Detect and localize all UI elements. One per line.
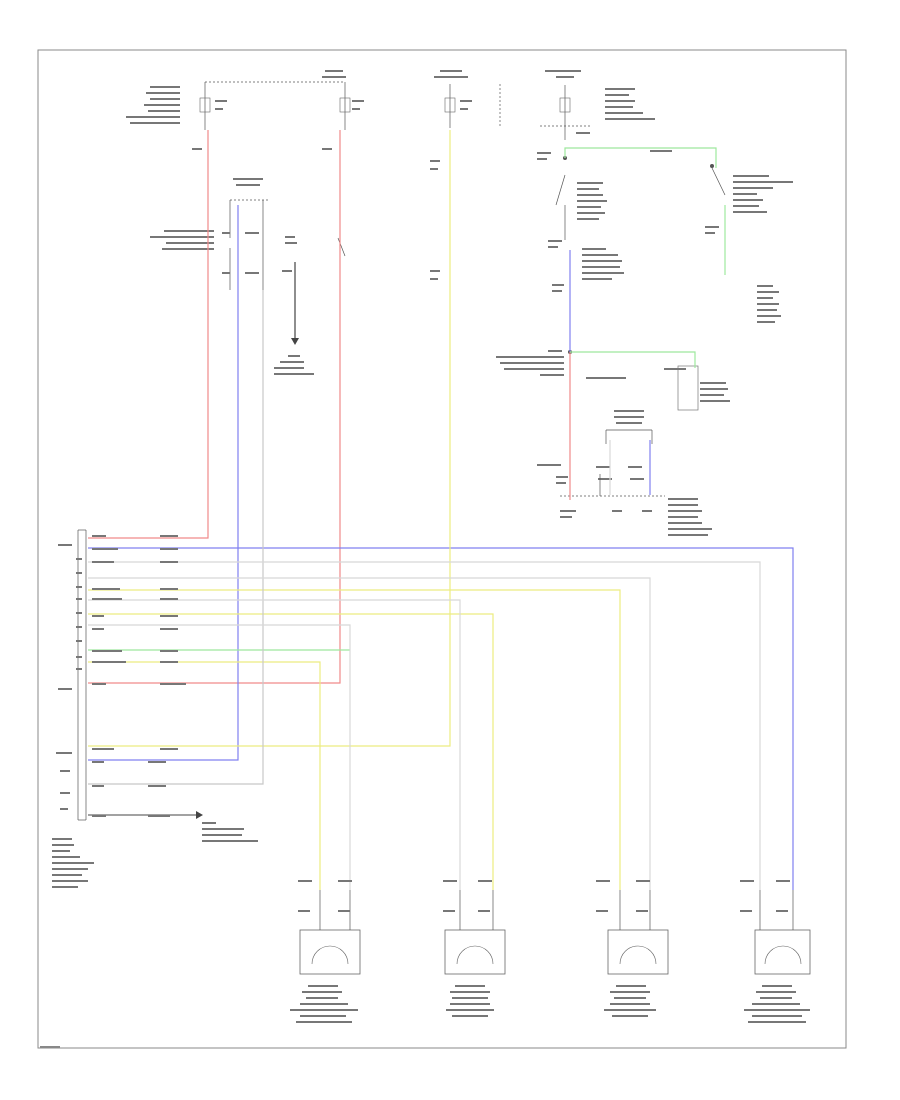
wire-green bbox=[88, 147, 726, 651]
junction-top-right bbox=[537, 70, 793, 354]
fuse-label-center bbox=[192, 70, 364, 150]
main-connector bbox=[52, 529, 186, 888]
sensor-2 bbox=[443, 880, 506, 1017]
wire-gray bbox=[88, 290, 761, 890]
ground-wire bbox=[88, 811, 258, 842]
module-right-center bbox=[496, 350, 730, 536]
diagram-border bbox=[37, 49, 847, 1049]
fuse-block-right bbox=[430, 70, 501, 280]
wire-blue bbox=[88, 205, 794, 890]
sensor-1 bbox=[290, 880, 361, 1023]
figure-id-mark bbox=[40, 1046, 60, 1048]
sensor-3 bbox=[596, 880, 669, 1017]
fuse-label-left bbox=[126, 86, 180, 124]
sensor-4 bbox=[740, 880, 811, 1023]
connector-upper-left bbox=[150, 178, 346, 375]
fuse-block-left bbox=[126, 70, 364, 150]
